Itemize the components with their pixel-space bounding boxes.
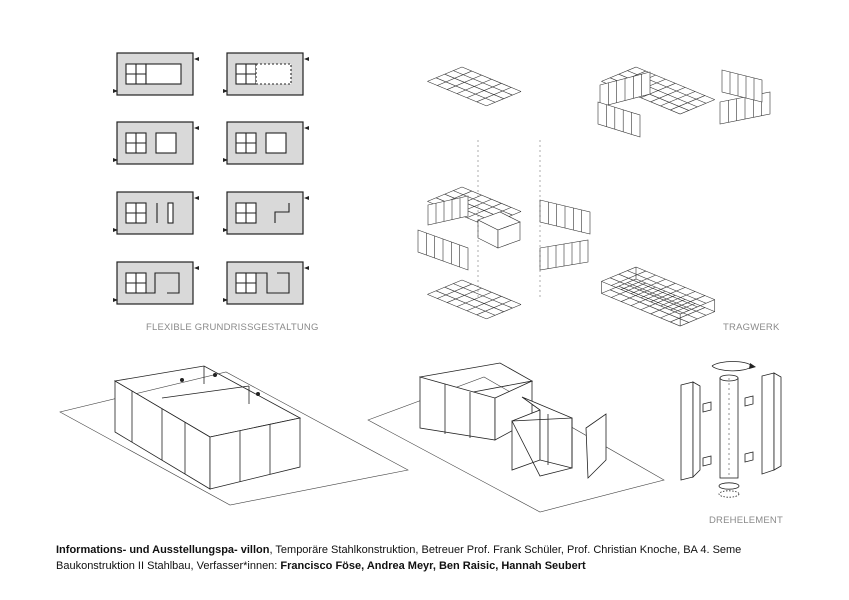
wall-b1 (427, 195, 469, 226)
label-flexible-floorplan: FLEXIBLE GRUNDRISSGESTALTUNG (146, 322, 319, 333)
label-structure: TRAGWERK (723, 322, 780, 333)
label-rotating-element: DREHELEMENT (709, 515, 783, 526)
project-caption: Informations- und Ausstellungspa- villon… (56, 543, 846, 574)
caption-details: , Temporäre Stahlkonstruktion, Betreuer … (269, 544, 742, 556)
wall-b4 (539, 239, 589, 271)
floor-plan-5 (113, 191, 199, 235)
structure-diagrams (417, 66, 771, 327)
floor-plan-6 (223, 191, 309, 235)
grid-frame-3d (601, 266, 716, 327)
grid-slab-1 (427, 66, 522, 107)
wall-b2 (539, 199, 591, 235)
wall-a4 (721, 69, 763, 103)
floor-plan-8 (223, 261, 309, 305)
floor-plan-4 (223, 121, 309, 165)
axonometric-open-pavilion (367, 362, 665, 513)
wall-a3 (597, 101, 641, 138)
axonometric-closed-pavilion (59, 365, 409, 506)
caption-title: Informations- und Ausstellungspa- villon (56, 544, 270, 556)
wall-a1 (599, 71, 651, 108)
floor-plan-2 (223, 52, 309, 96)
floor-plan-1 (113, 52, 199, 96)
exploded-core-box (477, 140, 541, 300)
wall-b3 (417, 229, 469, 271)
caption-line-1: Informations- und Ausstellungspa- villon… (56, 543, 846, 559)
grid-exploded-bottom (427, 279, 522, 320)
caption-authors: Francisco Föse, Andrea Meyr, Ben Raisic,… (280, 559, 586, 572)
rotating-element-detail (680, 361, 782, 498)
caption-course: Baukonstruktion II Stahlbau, Verfasser*i… (56, 559, 281, 572)
caption-line-2: Baukonstruktion II Stahlbau, Verfasser*i… (56, 559, 846, 575)
floor-plan-3 (113, 121, 199, 165)
floor-plan-7 (113, 261, 199, 305)
floor-plan-variants (113, 52, 309, 305)
